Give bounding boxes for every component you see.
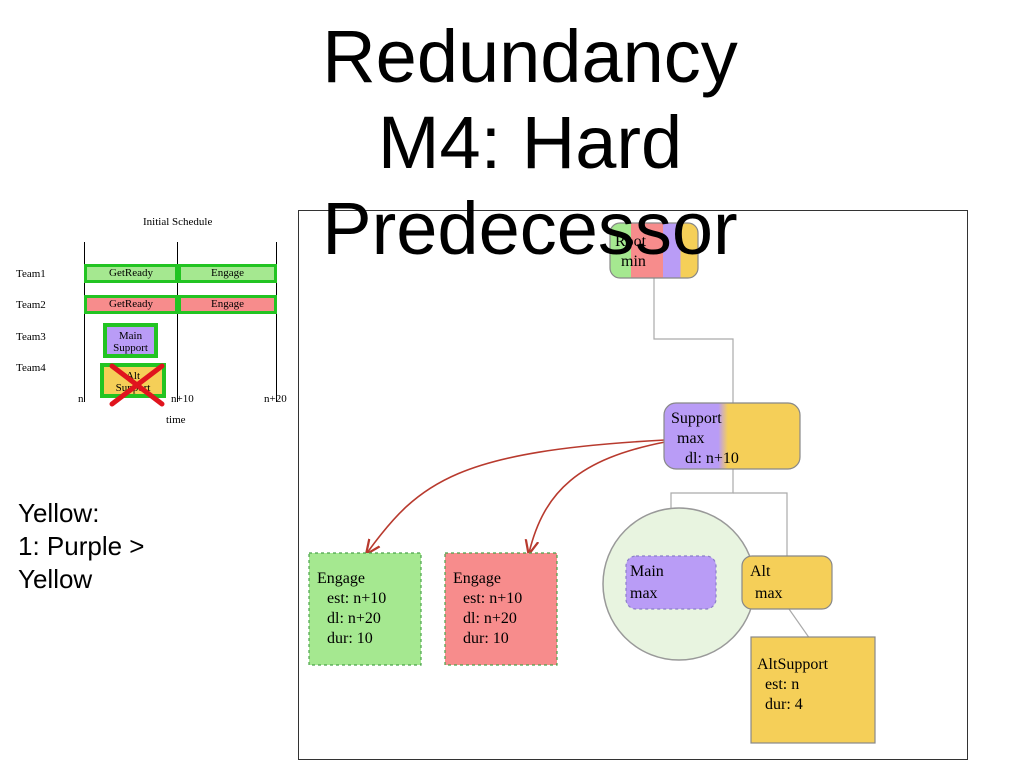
alt-node [741,555,833,610]
root-sub: min [621,253,646,270]
engage-red-node [444,552,558,666]
altsupport-est: est: n [765,676,800,693]
note-line: Yellow [18,564,93,594]
main-support-task: Main Support [103,323,158,358]
axis-tick-n10: n+10 [171,393,194,405]
note-line: 1: Purple > [18,531,145,561]
schedule-title: Initial Schedule [143,216,213,228]
team1-getready-bar: GetReady [84,264,178,283]
altsupport-dur: dur: 4 [765,696,803,713]
engage-green-node [308,552,422,666]
engage-red-dur: dur: 10 [463,630,509,647]
engage-green-dur: dur: 10 [327,630,373,647]
initial-schedule: Initial Schedule Team1 Team2 Team3 Team4… [0,210,300,440]
engage-red-est: est: n+10 [463,590,523,607]
axis-tick-n20: n+20 [264,393,287,405]
edge-support-alt [733,492,788,556]
axis-label-time: time [166,414,186,426]
title-line-2: Redundancy [322,15,738,98]
main-label: Main [630,563,664,580]
task-tree-panel: Root min Support max dl: n+10 Engage est… [298,210,968,760]
team2-engage-bar: Engage [178,295,277,314]
engage-green-label: Engage [317,570,365,587]
title-line-4: Predecessor [322,187,738,270]
task-label: Main [118,330,143,342]
edge-alt-altsupport [788,608,811,640]
team-label: Team4 [16,362,46,374]
team1-engage-bar: Engage [178,264,277,283]
edge-root-support [653,271,734,403]
precedence-arrow-red [529,441,666,553]
slide-title: ... Redundancy M4: Hard Predecessor [180,0,880,272]
alt-label: Alt [750,563,771,580]
root-label: Root [615,233,647,250]
support-kind: max [677,430,705,447]
axis-line-n10 [177,242,178,402]
axis-line-n20 [276,242,277,402]
team-label: Team2 [16,299,46,311]
precedence-arrow-green [367,439,666,553]
title-line-3: M4: Hard [377,101,683,184]
support-node [663,402,801,470]
support-label: Support [671,410,722,427]
engage-red-dl: dl: n+20 [463,610,517,627]
altsupport-label: AltSupport [757,656,829,673]
team-label: Team1 [16,268,46,280]
main-node [625,555,717,610]
engage-green-est: est: n+10 [327,590,387,607]
title-line-1: ... [180,0,880,14]
engage-green-dl: dl: n+20 [327,610,381,627]
task-label: Support [113,342,148,354]
note-text: Yellow: 1: Purple > Yellow [18,497,144,596]
note-line: Yellow: [18,498,100,528]
cancel-x-icon [109,363,165,407]
axis-line-n [84,242,85,402]
altsupport-node [750,636,876,744]
main-kind: max [630,585,658,602]
support-deadline: dl: n+10 [685,450,739,467]
engage-red-label: Engage [453,570,501,587]
axis-tick-n: n [78,393,84,405]
team-label: Team3 [16,331,46,343]
tree-graphics [308,222,876,744]
root-node [609,222,699,279]
alt-kind: max [755,585,783,602]
team2-getready-bar: GetReady [84,295,178,314]
